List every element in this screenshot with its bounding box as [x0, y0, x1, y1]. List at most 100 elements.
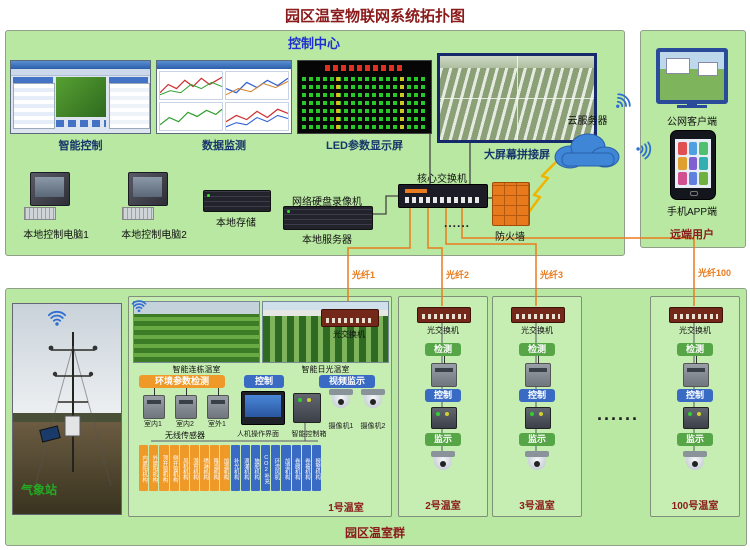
camera-icon — [329, 389, 353, 411]
video-header: 视频监示 — [319, 375, 375, 388]
omitted-greenhouses-dots: ...... — [596, 404, 639, 424]
fiber2-label: 光纤2 — [446, 270, 470, 280]
wireless-sensor-icon — [525, 356, 551, 387]
camera-icon — [525, 451, 549, 473]
actuator-box: 卷被机构 — [301, 445, 311, 491]
remote-users-title: 远端用户 — [670, 229, 714, 241]
led-text-rows — [302, 75, 427, 129]
optical-switch-label: 光交换机 — [427, 326, 459, 335]
chart-grid — [159, 71, 289, 131]
greenhouse3-box: 光交换机 检测 控制 监示 3号温室 — [492, 296, 582, 517]
computer1-label: 本地控制电脑1 — [23, 230, 89, 241]
wireless-sensor-icon — [175, 388, 197, 419]
actuator-box: 环流风机 — [271, 445, 281, 491]
optical-switch-label: 光交换机 — [679, 326, 711, 335]
actuator-box: 喷淋机构 — [200, 445, 210, 491]
camera-icon — [683, 451, 707, 473]
storage-label: 本地存储 — [216, 218, 256, 229]
actuator-box: 湿帘机构 — [189, 445, 200, 491]
weather-mast-icon — [34, 332, 112, 487]
actuator-box: 加温机构 — [220, 445, 230, 491]
control-pill: 控制 — [519, 389, 555, 402]
keyboard-icon — [24, 207, 56, 220]
actuator-box: 侧开窗机构 — [169, 445, 179, 491]
server-icon — [283, 206, 373, 230]
actuator-box: 卷膜机构 — [291, 445, 301, 491]
core-switch-label: 核心交换机 — [417, 174, 467, 185]
multi-span-greenhouse-photo — [133, 301, 260, 363]
optical-switch-icon — [417, 307, 471, 323]
control-box-icon — [431, 407, 457, 429]
camera1-label: 摄像机1 — [328, 423, 354, 430]
detect-pill: 检测 — [425, 343, 461, 356]
data-monitor-label: 数据监测 — [202, 140, 246, 152]
monitor-pill: 监示 — [677, 433, 713, 446]
core-switch-icon — [398, 184, 488, 208]
nvr-label: 网络硬盘录像机 — [292, 197, 362, 208]
control-box-icon — [683, 407, 709, 429]
cloud-label: 云服务器 — [567, 116, 608, 127]
fiber100-label: 光纤100 — [698, 268, 732, 278]
wireless-sensor-icon — [683, 356, 709, 387]
actuator-box: 补光机构 — [230, 445, 240, 491]
screen-plant-photo — [56, 77, 106, 117]
cloud-icon — [554, 133, 620, 169]
actuator-box: 风机机构 — [179, 445, 189, 491]
actuator-box: 加湿机构 — [281, 445, 291, 491]
weather-station-photo: 气象站 — [12, 303, 122, 515]
omitted-links-dots: ...... — [444, 216, 471, 230]
firewall-icon — [492, 182, 530, 226]
greenhouse100-label: 100号温室 — [671, 501, 719, 512]
sensor3-label: 室外1 — [208, 421, 226, 428]
optical-switch-label: 光交换机 — [521, 326, 553, 335]
actuator-box: 施肥机构 — [250, 445, 261, 491]
control-pill: 控制 — [425, 389, 461, 402]
actuator-box: 顶开窗机构 — [159, 445, 169, 491]
computer2-label: 本地控制电脑2 — [121, 230, 187, 241]
actuator-box: 内遮阳机构 — [139, 445, 149, 491]
control-header: 控制 — [244, 375, 284, 388]
wireless-sensor-caption: 无线传感器 — [165, 431, 205, 440]
sensor1-label: 室内1 — [144, 421, 162, 428]
control-box-icon — [293, 393, 321, 423]
weather-station-label: 气象站 — [21, 483, 58, 497]
mobile-app-icon — [670, 130, 716, 200]
monitor-pill: 监示 — [425, 433, 461, 446]
greenhouse1-label: 1号温室 — [328, 503, 364, 514]
video-wall-label: 大屏幕拼接屏 — [484, 149, 550, 161]
hmi-icon — [241, 391, 285, 425]
led-display-screen — [297, 60, 432, 134]
optical-switch-icon — [321, 309, 379, 327]
computer-icon — [128, 172, 168, 206]
firewall-label: 防火墙 — [495, 232, 525, 243]
optical-switch-icon — [669, 307, 723, 323]
wireless-sensor-icon — [143, 388, 165, 419]
screen-titlebar — [157, 61, 291, 69]
led-title-row — [324, 65, 405, 71]
hmi-label: 人机操作界面 — [237, 431, 279, 438]
wireless-sensor-icon — [207, 388, 229, 419]
web-client-monitor-icon — [656, 48, 728, 104]
fiber1-label: 光纤1 — [352, 270, 376, 280]
screen-panel — [109, 83, 150, 129]
wifi-icon — [616, 93, 631, 108]
actuator-box: CO2补充 — [261, 445, 271, 491]
led-display-label: LED参数显示屏 — [326, 140, 403, 152]
sensor2-label: 室内2 — [176, 421, 194, 428]
greenhouse2-label: 2号温室 — [425, 501, 461, 512]
keyboard-icon — [122, 207, 154, 220]
greenhouse-park-title: 园区温室群 — [344, 526, 405, 540]
monitor-pill: 监示 — [519, 433, 555, 446]
screen-titlebar — [11, 61, 150, 69]
solar-greenhouse-caption: 智能日光温室 — [301, 365, 350, 374]
actuator-box: 滴灌机构 — [240, 445, 250, 491]
server-label: 本地服务器 — [302, 235, 352, 246]
wireless-sensor-icon — [431, 356, 457, 387]
smart-control-label: 智能控制 — [58, 140, 103, 152]
wifi-icon — [636, 141, 652, 160]
data-monitor-screen — [156, 60, 292, 134]
video-wall-screen — [437, 53, 597, 143]
screen-toolbar — [11, 69, 150, 76]
greenhouse1-box: 智能连栋温室 智能日光温室 光交换机 环境参数检测 控制 视频监示 室内1 室内… — [128, 296, 392, 517]
